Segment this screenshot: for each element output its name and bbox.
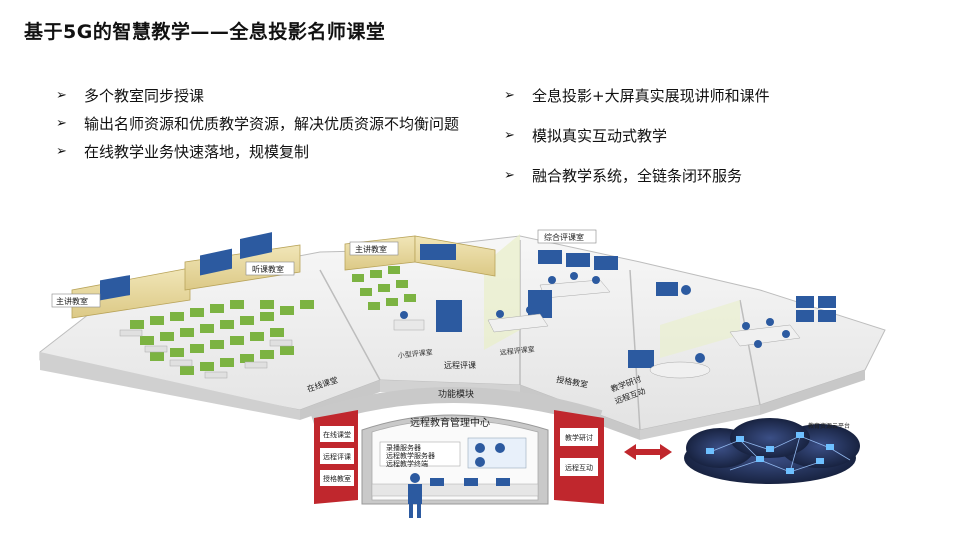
feature-text: 融合教学系统，全链条闭环服务 — [532, 167, 743, 185]
feature-text: 多个教室同步授课 — [84, 87, 205, 105]
management-center: 远程教育管理中心 录播服务器 远程教学服务器 远程教学终端 — [361, 414, 549, 518]
panel-item: 在线课堂 — [323, 430, 351, 439]
right-function-panel: 教学研讨 远程互动 — [554, 410, 604, 504]
label-remote-review: 远程评课 — [444, 361, 476, 370]
label-remote-review-room: 远程评课室 — [499, 344, 535, 357]
cloud-label: 教育资源云平台 — [808, 422, 850, 430]
panel-item: 授格教室 — [323, 474, 351, 483]
label-comprehensive-room: 综合评课室 — [544, 232, 584, 242]
center-title: 远程教育管理中心 — [410, 416, 490, 429]
function-module-label: 功能模块 — [438, 388, 474, 400]
label-listening-room: 听课教室 — [252, 264, 284, 274]
arrow-bullet-icon: ➢ — [56, 144, 67, 159]
arrow-bullet-icon: ➢ — [56, 116, 67, 131]
arrow-bullet-icon: ➢ — [504, 128, 515, 143]
feature-text: 模拟真实互动式教学 — [532, 127, 668, 145]
server-item: 远程教学服务器 — [386, 451, 435, 460]
label-main-room-1: 主讲教室 — [56, 296, 88, 306]
right-rooms — [628, 282, 836, 379]
panel-item: 远程互动 — [565, 463, 593, 472]
arrow-bullet-icon: ➢ — [504, 168, 515, 183]
feature-item: ➢ 全息投影+大屏真实展现讲师和课件 — [504, 86, 924, 106]
panel-item: 远程评课 — [323, 452, 351, 461]
feature-text: 输出名师资源和优质教学资源，解决优质资源不均衡问题 — [84, 115, 460, 133]
feature-list-left: ➢ 多个教室同步授课 ➢ 输出名师资源和优质教学资源，解决优质资源不均衡问题 ➢… — [56, 86, 459, 162]
feature-list-right: ➢ 全息投影+大屏真实展现讲师和课件 ➢ 模拟真实互动式教学 ➢ 融合教学系统，… — [504, 86, 924, 186]
operator-figure — [408, 473, 422, 518]
double-arrow-icon — [624, 444, 672, 460]
function-module: 功能模块 — [309, 387, 603, 426]
label-small-review: 小型评课室 — [397, 347, 433, 360]
left-function-panel: 在线课堂 远程评课 授格教室 — [314, 410, 358, 504]
server-item: 远程教学终端 — [386, 459, 428, 468]
arrow-bullet-icon: ➢ — [504, 88, 515, 103]
feature-item: ➢ 模拟真实互动式教学 — [504, 126, 924, 146]
online-classroom-area — [71, 232, 314, 379]
server-item: 录播服务器 — [386, 443, 421, 452]
education-cloud: 教育资源云平台 — [684, 418, 860, 484]
page-title: 基于5G的智慧教学——全息投影名师课堂 — [24, 21, 386, 43]
label-main-room-2: 主讲教室 — [355, 244, 387, 254]
panel-item: 教学研讨 — [565, 433, 593, 442]
feature-text: 在线教学业务快速落地，规模复制 — [84, 143, 310, 161]
arrow-bullet-icon: ➢ — [56, 88, 67, 103]
feature-item: ➢ 融合教学系统，全链条闭环服务 — [504, 166, 924, 186]
feature-item: ➢ 在线教学业务快速落地，规模复制 — [56, 142, 456, 162]
feature-text: 全息投影+大屏真实展现讲师和课件 — [532, 87, 770, 105]
comprehensive-review-room — [487, 250, 618, 333]
feature-item: ➢ 输出名师资源和优质教学资源，解决优质资源不均衡问题 — [56, 114, 464, 134]
feature-item: ➢ 多个教室同步授课 — [56, 86, 456, 106]
